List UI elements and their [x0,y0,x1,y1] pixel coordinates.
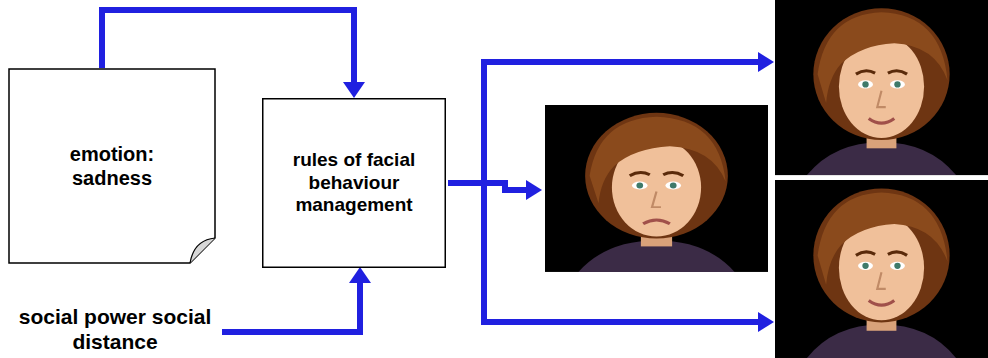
sad-face [545,105,768,272]
page-outline [8,68,216,264]
process-box: rules of facial behaviour management [262,98,446,268]
node-text: emotion: sadness [52,142,172,190]
input-label: social power social distance [10,304,220,354]
output-arrows [448,52,774,332]
smiling-face [775,180,988,358]
document-page: emotion: sadness [8,68,216,264]
node-text: rules of facial behaviour management [274,149,434,217]
smiling-face [775,0,988,175]
label-arrow [222,267,371,332]
